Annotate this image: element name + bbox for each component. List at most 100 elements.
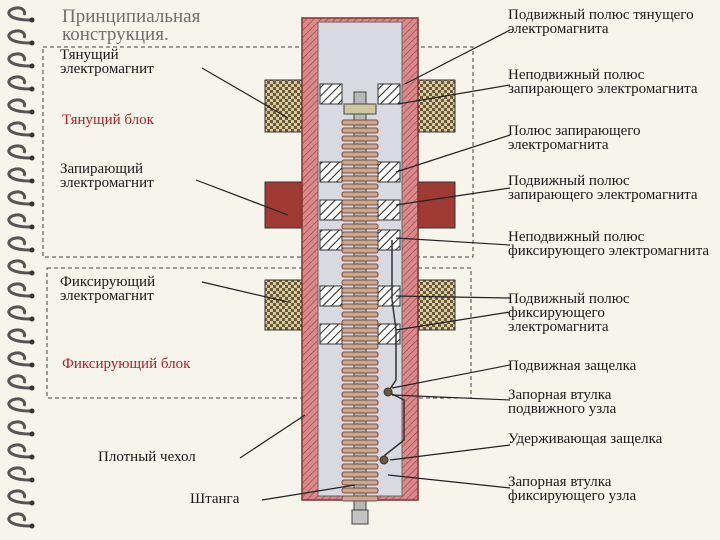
label-mov-pole-lock: Подвижный полюс запирающего электромагни… [508,173,698,203]
label-lock-sleeve-mov: Запорная втулка подвижного узла [508,387,617,417]
spring-coil [341,351,379,358]
spring-coil [341,495,379,502]
ring [7,52,31,68]
spring-coil [341,375,379,382]
label-mov-latch: Подвижная защелка [508,358,637,374]
ring [7,29,31,45]
spring-coil [341,151,379,158]
ring [7,397,31,413]
fix-block-outline [46,267,472,399]
ring [7,466,31,482]
latch-linkage [383,240,405,457]
ring [7,305,31,321]
spring-coil [341,159,379,166]
ring-hole [29,500,35,506]
hold-latch-dot [379,455,389,465]
ring-hole [29,385,35,391]
ring-hole [29,155,35,161]
spring-coil [341,383,379,390]
ring [7,282,31,298]
label-pull-magnet: Тянущий электромагнит [60,47,154,77]
spring-coil [341,327,379,334]
spring-coil [341,207,379,214]
label-fixed-pole-lock: Неподвижный полюс запирающего электромаг… [508,67,698,97]
ring [7,351,31,367]
rod-top-head [343,103,377,115]
ring [7,190,31,206]
spring-coil [341,303,379,310]
ring-hole [29,178,35,184]
spring-coil [341,271,379,278]
ring [7,512,31,528]
spring-coil [341,399,379,406]
page-title: Принципиальная конструкция. [62,6,201,45]
ring-hole [29,86,35,92]
spring-coil [341,119,379,126]
rod-bottom-cap [351,509,369,525]
spring-coil [341,479,379,486]
spring-coil [341,359,379,366]
spring-coil [341,215,379,222]
ring-hole [29,201,35,207]
ring-hole [29,132,35,138]
spring-coil [341,295,379,302]
notebook-rings [7,6,35,529]
ring [7,6,31,22]
ring [7,420,31,436]
ring-hole [29,40,35,46]
spring-coil [341,175,379,182]
ring-hole [29,224,35,230]
spring-coil [341,439,379,446]
spring-coil [341,463,379,470]
spring-coil [341,407,379,414]
ring [7,167,31,183]
spring-coil [341,127,379,134]
mov-latch-dot [383,387,393,397]
spring-coil [341,231,379,238]
label-mov-pole-fix: Подвижный полюс фиксирующего электромагн… [508,291,630,335]
ring-hole [29,17,35,23]
ring [7,75,31,91]
label-mov-pole-pull: Подвижный полюс тянущего электромагнита [508,7,694,37]
spring-coil [341,447,379,454]
spring-coil [341,199,379,206]
spring-coil [341,183,379,190]
label-hold-latch: Удерживающая защелка [508,431,663,447]
pull-block-outline [42,46,474,258]
ring [7,121,31,137]
ring-hole [29,362,35,368]
spring-coil [341,415,379,422]
spring-coil [341,335,379,342]
spring-coil [341,279,379,286]
label-tight-cover: Плотный чехол [98,449,196,465]
ring-hole [29,109,35,115]
ring-hole [29,408,35,414]
ring-hole [29,454,35,460]
spring-coil [341,263,379,270]
ring-hole [29,293,35,299]
label-fix-magnet: Фиксирующий электромагнит [60,274,156,304]
spring-coil [341,223,379,230]
ring [7,259,31,275]
ring-hole [29,477,35,483]
spring-coil [341,455,379,462]
spring-coil [341,319,379,326]
spring-coil [341,255,379,262]
ring [7,443,31,459]
label-pull-block: Тянущий блок [62,112,154,128]
spring-coil [341,287,379,294]
spring-coils [341,119,379,502]
spring-coil [341,135,379,142]
spring-coil [341,471,379,478]
label-lock-magnet: Запирающий электромагнит [60,161,154,191]
ring-hole [29,431,35,437]
spring-coil [341,343,379,350]
spring-coil [341,431,379,438]
ring [7,213,31,229]
ring [7,236,31,252]
spring-coil [341,391,379,398]
ring [7,98,31,114]
ring-hole [29,339,35,345]
spring-coil [341,167,379,174]
